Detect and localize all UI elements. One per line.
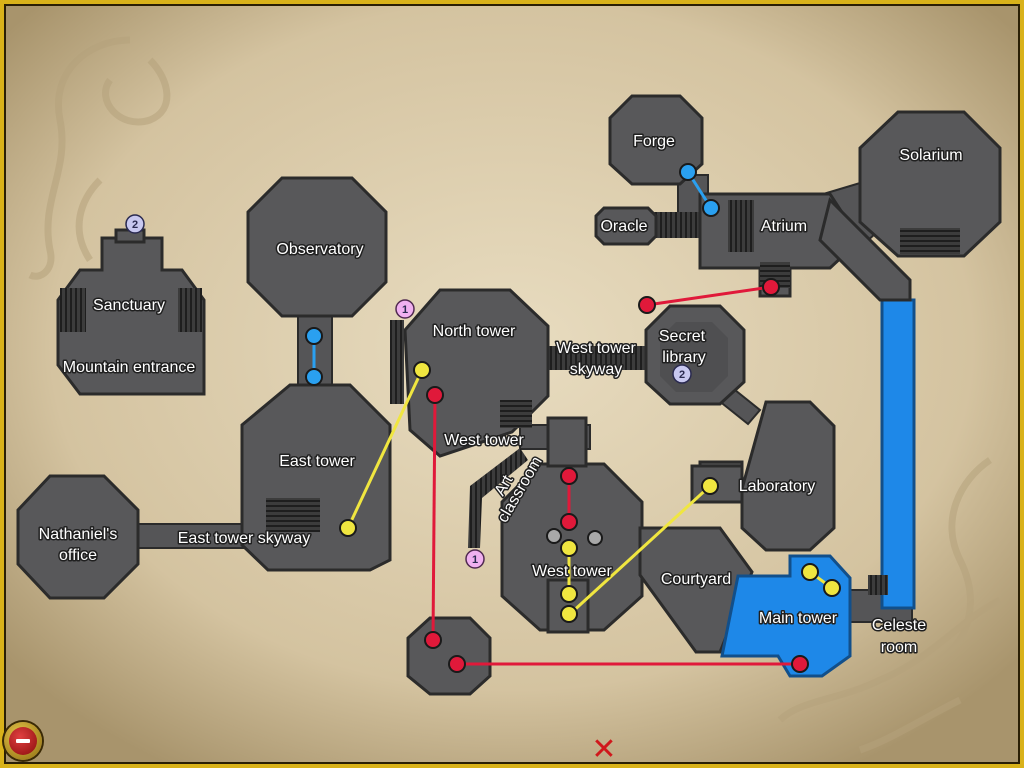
portal-red-icon[interactable]: [560, 467, 578, 485]
portal-red-icon[interactable]: [791, 655, 809, 673]
label-mountain-entrance: Mountain entrance: [63, 359, 196, 376]
label-nathaniels-office-2: office: [59, 547, 97, 564]
close-x-icon: ✕: [591, 732, 617, 767]
room-sanctuary[interactable]: [56, 236, 206, 396]
portal-yellow-icon[interactable]: [560, 605, 578, 623]
stair-badge-north-tower[interactable]: 1: [395, 299, 415, 319]
label-west-tower-upper: West tower: [444, 432, 524, 449]
portal-red-icon[interactable]: [448, 655, 466, 673]
dragon-ornament-icon: [777, 457, 1002, 754]
room-celeste-corridor[interactable]: [880, 298, 916, 610]
stair-badge-art-classroom[interactable]: 1: [465, 549, 485, 569]
room-forge[interactable]: [608, 94, 704, 186]
portal-blue-icon[interactable]: [702, 199, 720, 217]
label-north-tower: North tower: [433, 323, 516, 340]
portal-red-icon[interactable]: [426, 386, 444, 404]
label-secret-library-2: library: [662, 349, 706, 366]
label-oracle: Oracle: [600, 218, 647, 235]
room-main-tower[interactable]: [720, 554, 852, 678]
portal-yellow-icon[interactable]: [413, 361, 431, 379]
portal-red-icon[interactable]: [424, 631, 442, 649]
minimize-button[interactable]: [4, 722, 42, 760]
portal-yellow-icon[interactable]: [801, 563, 819, 581]
label-atrium: Atrium: [761, 218, 807, 235]
label-celeste-room-1: Celeste: [872, 617, 926, 634]
svg-text:2: 2: [132, 219, 138, 231]
label-secret-library-1: Secret: [659, 328, 706, 345]
portal-grey-icon[interactable]: [546, 528, 562, 544]
label-sanctuary: Sanctuary: [93, 297, 165, 314]
room-solarium[interactable]: [858, 110, 1002, 258]
room-courtyard: [638, 526, 754, 654]
label-celeste-room-2: room: [881, 639, 917, 656]
label-west-tower-main: West tower: [532, 563, 612, 580]
stair-badge-secret-library[interactable]: 2: [672, 364, 692, 384]
label-west-tower-skyway-1: West tower: [556, 340, 636, 357]
stair-badge-sanctuary[interactable]: 2: [125, 214, 145, 234]
portal-blue-icon[interactable]: [305, 327, 323, 345]
portal-yellow-icon[interactable]: [560, 539, 578, 557]
label-nathaniels-office-1: Nathaniel's: [39, 526, 118, 543]
label-west-tower-skyway-2: skyway: [570, 361, 622, 378]
room-oracle[interactable]: [594, 206, 658, 246]
portal-blue-icon[interactable]: [305, 368, 323, 386]
portal-red-icon[interactable]: [638, 296, 656, 314]
label-main-tower: Main tower: [759, 610, 838, 627]
minimize-icon: [9, 727, 37, 755]
dragon-ornament-icon: [28, 36, 171, 280]
label-laboratory: Laboratory: [739, 478, 816, 495]
portal-yellow-icon[interactable]: [339, 519, 357, 537]
portal-red-icon[interactable]: [762, 278, 780, 296]
label-forge: Forge: [633, 133, 675, 150]
close-button[interactable]: ✕: [588, 735, 620, 765]
svg-text:1: 1: [402, 304, 408, 316]
room-nathaniels-office[interactable]: [16, 474, 140, 600]
label-courtyard: Courtyard: [661, 571, 731, 588]
room-junction[interactable]: [406, 616, 492, 696]
label-east-tower-skyway: East tower skyway: [178, 530, 310, 547]
label-solarium: Solarium: [899, 147, 962, 164]
label-observatory: Observatory: [276, 241, 363, 258]
portal-red-icon[interactable]: [560, 513, 578, 531]
portal-yellow-icon[interactable]: [823, 579, 841, 597]
label-east-tower: East tower: [279, 453, 355, 470]
portal-nodes[interactable]: [305, 163, 841, 673]
stair-badges[interactable]: 2 2 1 1: [125, 214, 692, 569]
room-observatory[interactable]: [246, 176, 388, 318]
portal-blue-icon[interactable]: [679, 163, 697, 181]
portal-yellow-icon[interactable]: [560, 585, 578, 603]
svg-text:2: 2: [679, 369, 685, 381]
portal-grey-icon[interactable]: [587, 530, 603, 546]
svg-text:1: 1: [472, 554, 478, 566]
portal-yellow-icon[interactable]: [701, 477, 719, 495]
